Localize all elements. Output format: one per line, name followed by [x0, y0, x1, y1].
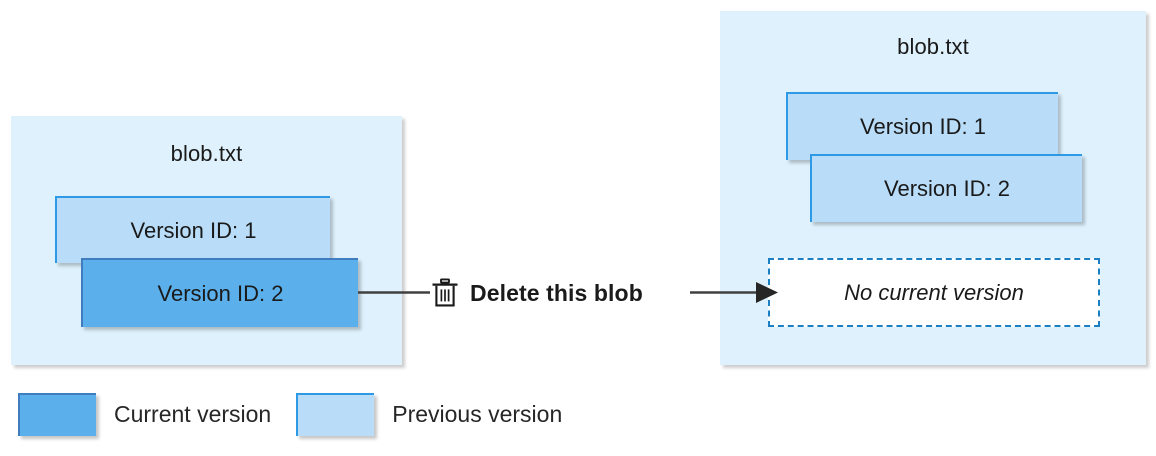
- legend-label-previous-version: Previous version: [392, 400, 563, 427]
- version-card-after-2: Version ID: 2: [810, 154, 1082, 222]
- legend-swatch-previous-version: [296, 392, 375, 436]
- version-card-before-1: Version ID: 1: [55, 196, 330, 263]
- legend: Current version Previous version: [18, 392, 562, 436]
- version-card-before-1-label: Version ID: 1: [130, 217, 257, 243]
- no-current-version-slot: No current version: [768, 258, 1100, 327]
- legend-swatch-current-version: [18, 392, 96, 436]
- delete-blob-label: Delete this blob: [470, 279, 643, 306]
- version-card-after-1-label: Version ID: 1: [860, 114, 986, 139]
- blob-name-before: blob.txt: [170, 141, 243, 166]
- version-card-before-2: Version ID: 2: [81, 258, 358, 327]
- legend-item-current-version: Current version: [18, 392, 272, 436]
- blob-container-after: blob.txt Version ID: 1 Version ID: 2 No …: [720, 11, 1146, 365]
- legend-label-current-version: Current version: [114, 400, 272, 427]
- legend-item-previous-version: Previous version: [296, 392, 563, 436]
- version-card-after-1: Version ID: 1: [786, 92, 1058, 160]
- delete-blob-action: Delete this blob: [432, 274, 643, 312]
- version-card-before-2-label: Version ID: 2: [157, 280, 284, 306]
- version-card-after-2-label: Version ID: 2: [884, 176, 1010, 201]
- no-current-version-label: No current version: [844, 279, 1024, 305]
- trash-icon: [432, 278, 458, 308]
- blob-name-after: blob.txt: [897, 34, 969, 59]
- blob-container-before: blob.txt Version ID: 1 Version ID: 2: [11, 116, 402, 365]
